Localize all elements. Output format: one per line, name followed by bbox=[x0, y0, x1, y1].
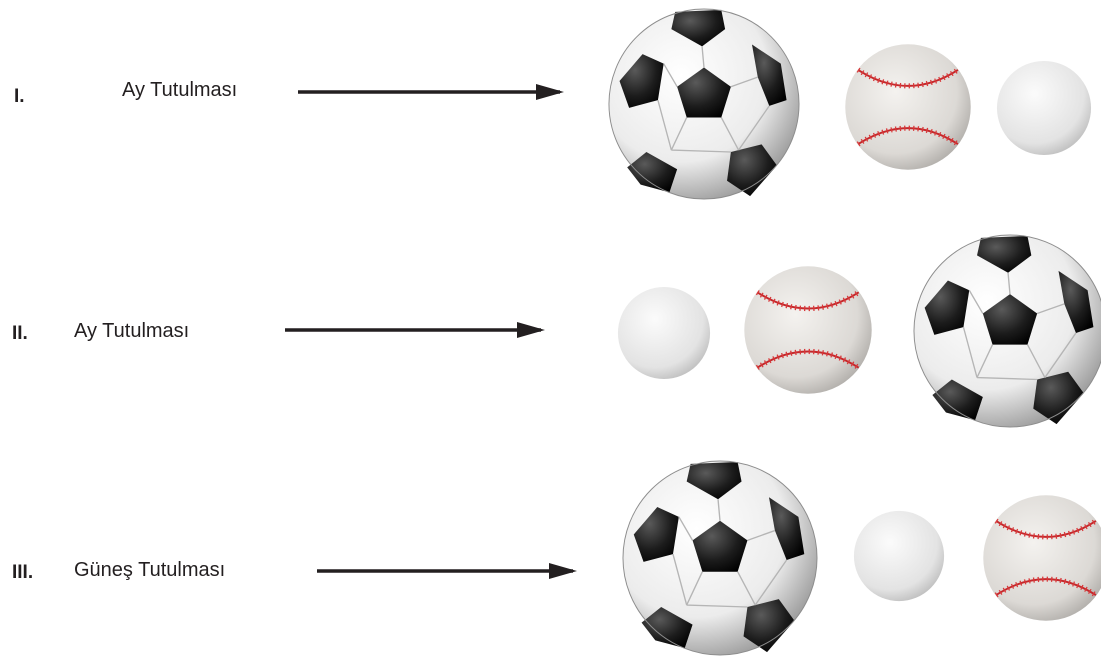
row-1-numeral: I. bbox=[14, 86, 25, 107]
row-3-ping-pong-ball bbox=[853, 510, 945, 602]
row-1-baseball bbox=[844, 43, 972, 171]
row-3-baseball bbox=[982, 494, 1101, 622]
row-2-soccer-ball bbox=[913, 234, 1101, 428]
row-3-arrow bbox=[317, 563, 577, 579]
row-1-arrow bbox=[298, 84, 564, 100]
row-2-baseball bbox=[743, 265, 873, 395]
row-2-ping-pong-ball bbox=[617, 286, 711, 380]
row-2-numeral: II. bbox=[12, 323, 28, 344]
row-2-label: Ay Tutulması bbox=[74, 320, 190, 342]
row-3-soccer-ball bbox=[622, 460, 818, 656]
row-3-numeral: III. bbox=[12, 562, 34, 583]
row-1-ping-pong-ball bbox=[996, 60, 1092, 156]
row-3-label: Güneş Tutulması bbox=[74, 559, 226, 581]
row-2-arrow bbox=[285, 322, 545, 338]
row-1-label: Ay Tutulması bbox=[122, 79, 238, 101]
row-1-soccer-ball bbox=[608, 8, 800, 200]
